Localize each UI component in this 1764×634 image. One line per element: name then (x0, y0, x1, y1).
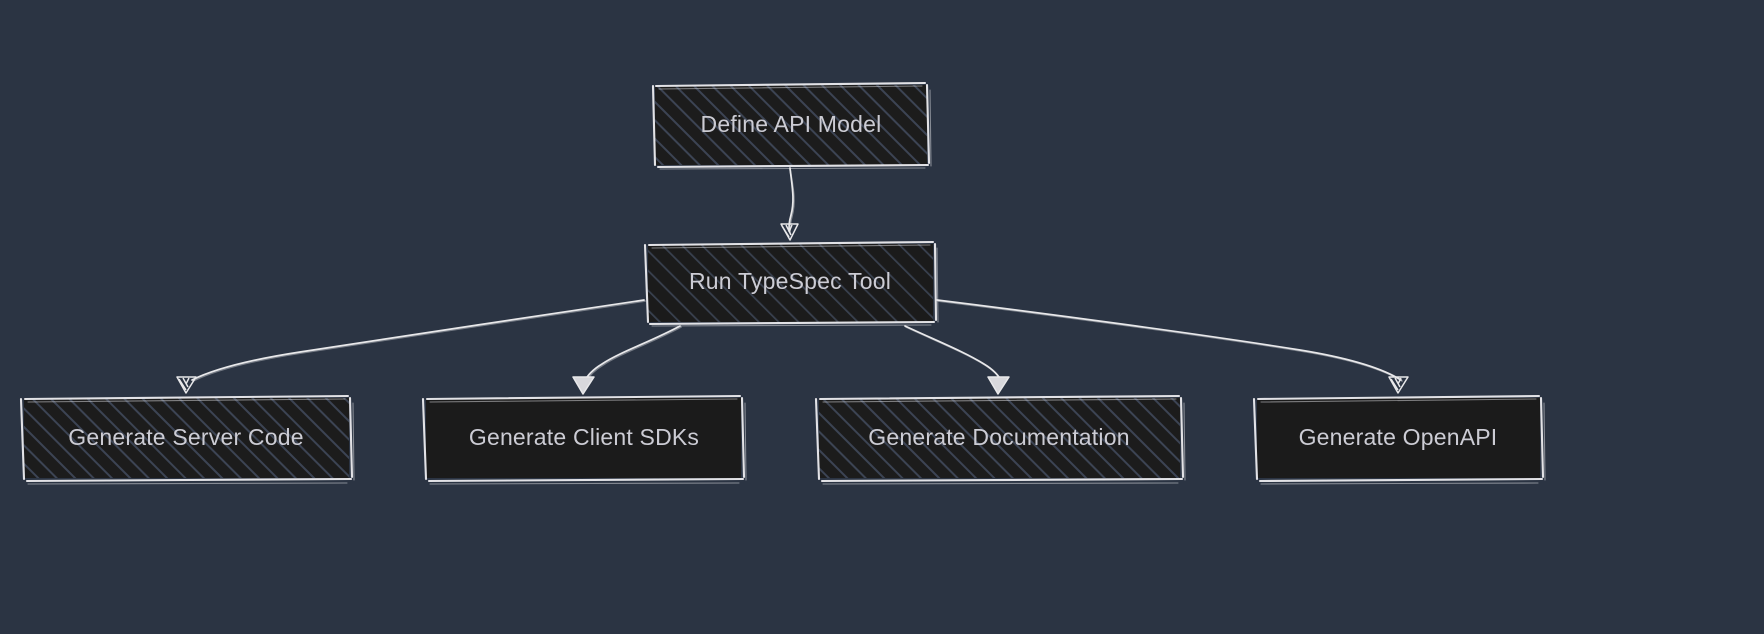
edge-run-to-openapi (936, 299, 1403, 382)
node-generate-openapi[interactable]: Generate OpenAPI (1252, 394, 1546, 485)
arrowhead-documentation (987, 376, 1010, 395)
edge-run-to-server (191, 299, 646, 382)
edge-define-to-run (788, 167, 795, 233)
node-label: Generate Documentation (868, 424, 1129, 450)
arrowhead-run-typespec (780, 223, 799, 241)
edge-layer (191, 167, 1403, 384)
node-define-api-model[interactable]: Define API Model (651, 81, 932, 170)
node-generate-client-sdks[interactable]: Generate Client SDKs (421, 394, 747, 485)
arrowhead-client-sdks (572, 376, 595, 395)
node-generate-server-code[interactable]: Generate Server Code (19, 394, 355, 485)
edge-run-to-docs (904, 325, 1004, 384)
node-generate-documentation[interactable]: Generate Documentation (814, 394, 1186, 485)
node-label: Run TypeSpec Tool (689, 268, 891, 294)
node-run-typespec-tool[interactable]: Run TypeSpec Tool (643, 240, 939, 327)
arrowhead-openapi (1388, 376, 1409, 394)
arrowhead-layer (176, 223, 1409, 395)
node-label: Generate Server Code (68, 424, 303, 450)
node-label: Define API Model (701, 111, 882, 137)
node-label: Generate OpenAPI (1299, 424, 1498, 450)
arrowhead-server-code (176, 376, 197, 394)
node-label: Generate Client SDKs (469, 424, 699, 450)
edge-run-to-client (583, 325, 682, 384)
